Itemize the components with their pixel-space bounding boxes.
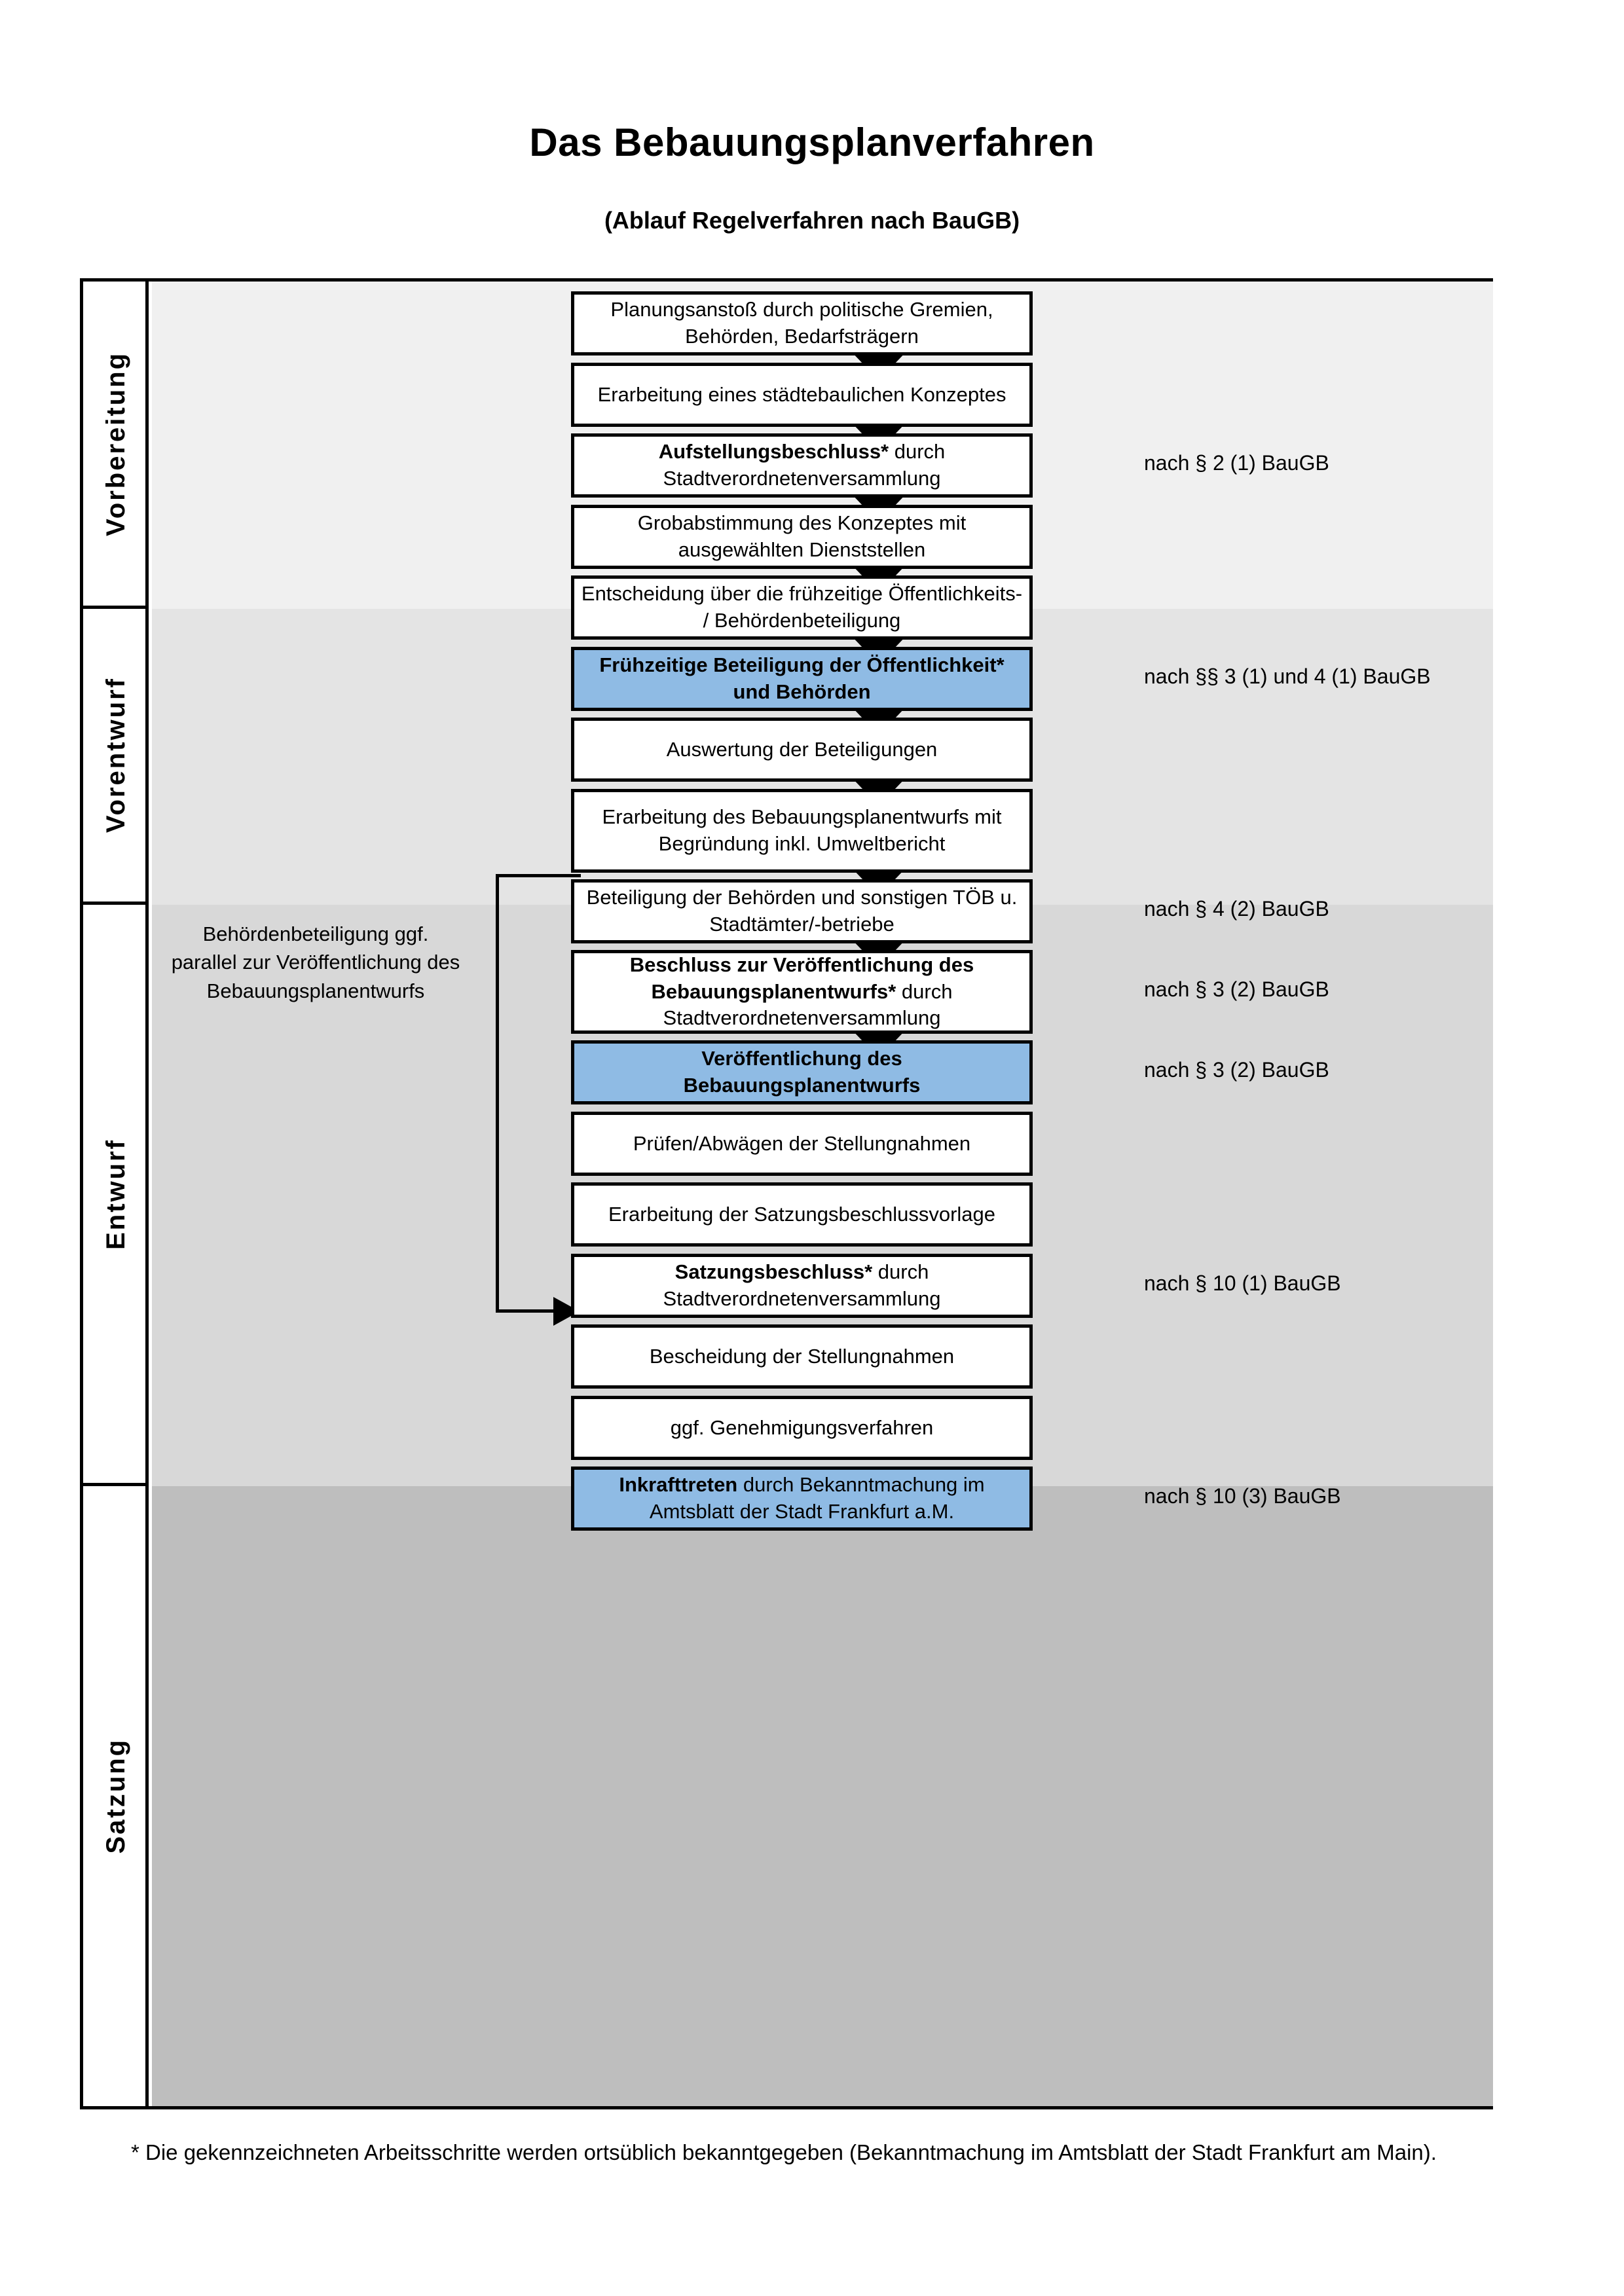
phase-label-vorentwurf: Vorentwurf (101, 677, 130, 833)
footnote-text: * Die gekennzeichneten Arbeitsschritte w… (131, 2140, 1437, 2164)
process-step-s10[interactable]: Beschluss zur Veröffentlichung des Bebau… (571, 950, 1033, 1034)
reference-r3: nach § 4 (2) BauGB (1144, 897, 1329, 920)
process-step-label: Beschluss zur Veröffentlichung des Bebau… (581, 952, 1023, 1032)
process-step-emphasis: Frühzeitige Beteiligung der Öffentlichke… (599, 653, 1005, 703)
process-step-s6[interactable]: Frühzeitige Beteiligung der Öffentlichke… (571, 647, 1033, 711)
process-step-emphasis: Satzungsbeschluss* (674, 1260, 873, 1284)
process-step-label: Planungsanstoß durch politische Gremien,… (610, 298, 993, 348)
process-step-remainder: durch Stadtverordnetenversammlung (663, 979, 953, 1030)
process-step-label: Auswertung der Beteiligungen (666, 737, 938, 761)
process-step-s3[interactable]: Aufstellungsbeschluss* durch Stadtverord… (571, 433, 1033, 498)
process-step-remainder: durch Bekanntmachung im Amtsblatt der St… (649, 1473, 985, 1523)
process-step-emphasis: Beschluss zur Veröffentlichung des Bebau… (629, 953, 974, 1003)
process-step-label: Frühzeitige Beteiligung der Öffentlichke… (581, 652, 1023, 706)
feedback-connector-bottom (496, 1309, 556, 1313)
process-step-s5[interactable]: Entscheidung über die frühzeitige Öffent… (571, 575, 1033, 640)
page-title: Das Bebauungsplanverfahren (529, 120, 1095, 164)
page-subtitle: (Ablauf Regelverfahren nach BauGB) (604, 207, 1020, 234)
process-step-emphasis: Inkrafttreten (619, 1473, 738, 1497)
process-step-label: Veröffentlichung des Bebauungsplanentwur… (581, 1046, 1023, 1099)
reference-r5: nach § 3 (2) BauGB (1144, 1058, 1329, 1082)
process-step-s17[interactable]: Inkrafttreten durch Bekanntmachung im Am… (571, 1467, 1033, 1531)
process-step-s14[interactable]: Satzungsbeschluss* durch Stadtverordnete… (571, 1254, 1033, 1318)
process-step-s2[interactable]: Erarbeitung eines städtebaulichen Konzep… (571, 363, 1033, 427)
process-step-s1[interactable]: Planungsanstoß durch politische Gremien,… (571, 291, 1033, 355)
process-step-label: Erarbeitung des Bebauungsplanentwurfs mi… (602, 805, 1002, 855)
phase-rail: Vorbereitung Vorentwurf Entwurf Satzung (83, 282, 149, 2106)
process-step-s11[interactable]: Veröffentlichung des Bebauungsplanentwur… (571, 1040, 1033, 1104)
process-step-s12[interactable]: Prüfen/Abwägen der Stellungnahmen (571, 1112, 1033, 1176)
reference-r6: nach § 10 (1) BauGB (1144, 1271, 1341, 1295)
process-step-label: Bescheidung der Stellungnahmen (649, 1344, 955, 1368)
reference-r4: nach § 3 (2) BauGB (1144, 977, 1329, 1001)
process-step-s4[interactable]: Grobabstimmung des Konzeptes mit ausgewä… (571, 505, 1033, 569)
band-satzung (152, 1486, 1493, 2106)
phase-cell-vorbereitung: Vorbereitung (83, 282, 149, 609)
process-step-label: Aufstellungsbeschluss* durch Stadtverord… (581, 439, 1023, 492)
reference-r2: nach §§ 3 (1) und 4 (1) BauGB (1144, 665, 1431, 688)
phase-label-satzung: Satzung (101, 1738, 130, 1854)
feedback-connector-top (496, 874, 581, 877)
phase-label-entwurf: Entwurf (101, 1138, 130, 1250)
process-step-label: Grobabstimmung des Konzeptes mit ausgewä… (637, 511, 967, 561)
process-step-label: Entscheidung über die frühzeitige Öffent… (581, 582, 1023, 632)
process-step-label: Erarbeitung der Satzungsbeschlussvorlage (608, 1202, 996, 1226)
reference-r7: nach § 10 (3) BauGB (1144, 1484, 1341, 1508)
process-step-s16[interactable]: ggf. Genehmigungsverfahren (571, 1396, 1033, 1460)
sidenote-behoerdenbeteiligung: Behördenbeteiligung ggf. parallel zur Ve… (171, 922, 460, 1002)
process-step-label: Beteiligung der Behörden und sonstigen T… (586, 886, 1018, 936)
process-step-label: Satzungsbeschluss* durch Stadtverordnete… (581, 1259, 1023, 1313)
process-step-remainder: durch Stadtverordnetenversammlung (663, 1260, 941, 1310)
process-step-label: Inkrafttreten durch Bekanntmachung im Am… (581, 1472, 1023, 1525)
process-step-label: Erarbeitung eines städtebaulichen Konzep… (597, 382, 1006, 406)
phase-cell-entwurf: Entwurf (83, 905, 149, 1486)
process-step-s8[interactable]: Erarbeitung des Bebauungsplanentwurfs mi… (571, 789, 1033, 873)
process-step-label: Prüfen/Abwägen der Stellungnahmen (633, 1131, 971, 1155)
process-step-label: ggf. Genehmigungsverfahren (670, 1415, 934, 1439)
process-step-s15[interactable]: Bescheidung der Stellungnahmen (571, 1324, 1033, 1389)
process-step-emphasis: Aufstellungsbeschluss* (658, 440, 889, 464)
phase-cell-vorentwurf: Vorentwurf (83, 609, 149, 905)
phase-cell-satzung: Satzung (83, 1486, 149, 2106)
process-step-remainder: durch Stadtverordnetenversammlung (663, 440, 946, 490)
process-step-s7[interactable]: Auswertung der Beteiligungen (571, 718, 1033, 782)
feedback-connector-vertical (496, 874, 499, 1313)
process-step-s9[interactable]: Beteiligung der Behörden und sonstigen T… (571, 879, 1033, 943)
reference-r1: nach § 2 (1) BauGB (1144, 451, 1329, 475)
process-step-s13[interactable]: Erarbeitung der Satzungsbeschlussvorlage (571, 1182, 1033, 1247)
phase-label-vorbereitung: Vorbereitung (101, 351, 130, 536)
process-step-emphasis: Veröffentlichung des Bebauungsplanentwur… (683, 1047, 921, 1097)
process-diagram: Vorbereitung Vorentwurf Entwurf Satzung … (80, 278, 1493, 2109)
